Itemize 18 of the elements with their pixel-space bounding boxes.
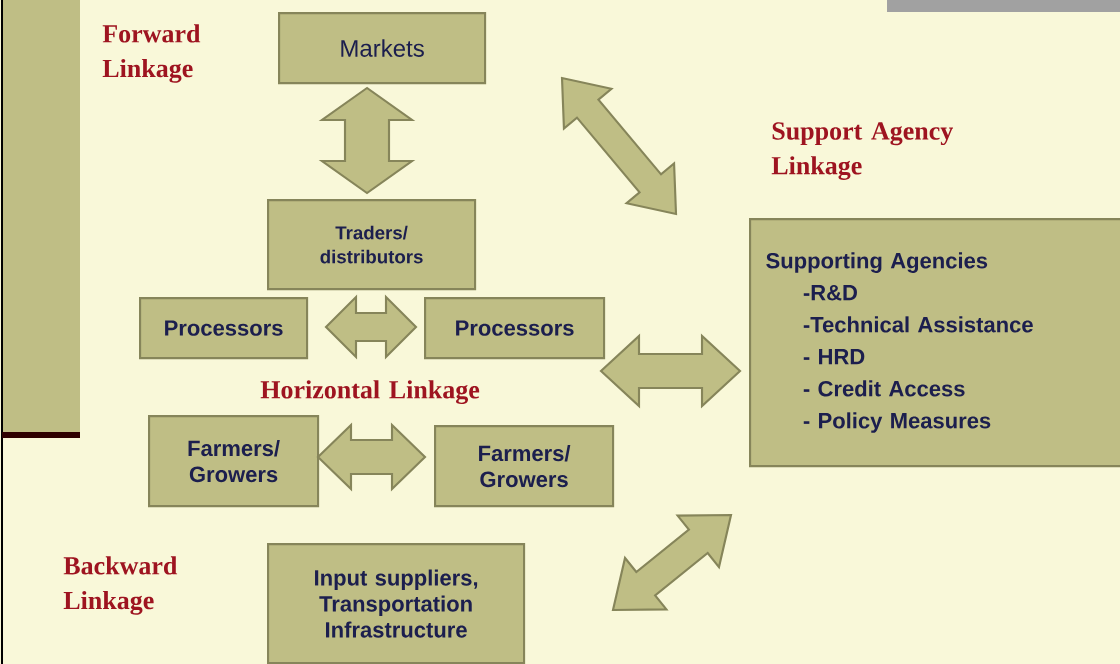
text-box: Input suppliers, Transportation Infrastructure xyxy=(267,543,526,664)
text-box: Farmers/ Growers xyxy=(148,415,320,508)
linkage-label: Backward Linkage xyxy=(63,556,178,615)
text-box: Processors xyxy=(139,297,309,360)
text-box: Farmers/ Growers xyxy=(434,425,615,508)
text-box: Markets xyxy=(278,12,487,85)
double-arrow xyxy=(324,294,418,360)
text-box: Traders/ distributors xyxy=(267,199,477,291)
double-arrow xyxy=(599,333,742,409)
double-arrow xyxy=(611,513,733,612)
linkage-label: Horizontal Linkage xyxy=(260,380,480,405)
double-arrow xyxy=(560,76,678,216)
text-box: Processors xyxy=(424,297,606,360)
linkage-label: Support Agency Linkage xyxy=(771,122,953,180)
text-box: Supporting Agencies -R&D -Technical Assistance - HRD - Credit Access - Policy Measures xyxy=(749,218,1120,468)
linkage-label: Forward Linkage xyxy=(102,24,201,83)
double-arrow xyxy=(316,422,427,492)
double-arrow xyxy=(318,86,416,195)
